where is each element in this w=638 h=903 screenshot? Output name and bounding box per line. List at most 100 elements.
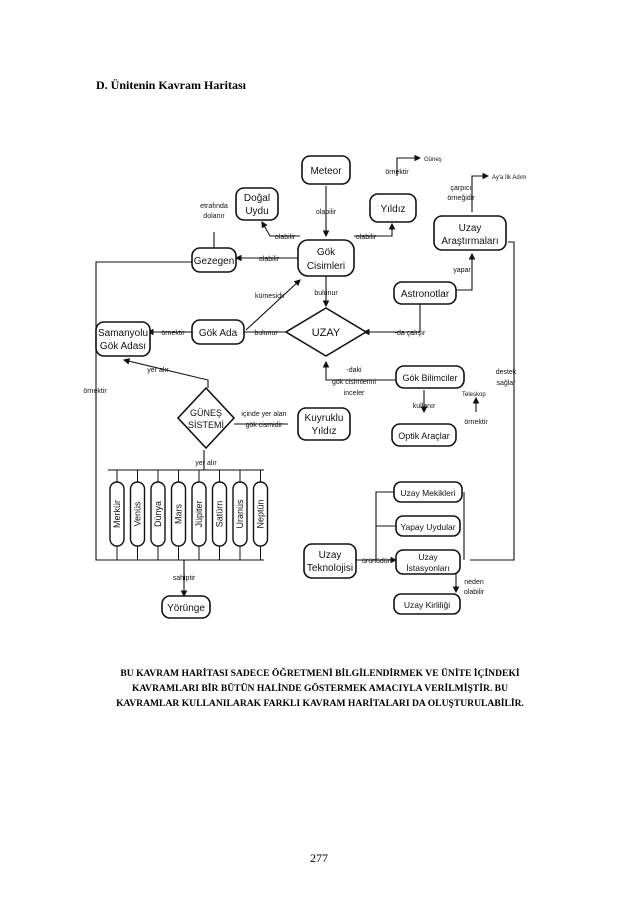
link-yer-alir-1: yer alır bbox=[147, 367, 169, 374]
planet-node bbox=[232, 481, 248, 547]
line-ayailk bbox=[471, 172, 490, 212]
node-yorunge bbox=[161, 595, 211, 619]
link-olabilir-gezegen: olabilir bbox=[259, 256, 280, 263]
uzay-mekikleri-label: Uzay Mekikleri bbox=[400, 488, 455, 498]
node-samanyolu bbox=[95, 321, 151, 357]
link-neden-2: olabilir bbox=[464, 589, 485, 596]
link-daki-2: gök cisimlerini bbox=[332, 379, 376, 386]
line-yapar bbox=[452, 252, 476, 291]
link-destek-2: sağlar bbox=[496, 380, 516, 387]
link-kumesidir: kümesidir bbox=[255, 293, 286, 300]
line-destek bbox=[470, 241, 515, 561]
node-gok-cisimleri bbox=[297, 239, 355, 277]
note-line-1: BU KAVRAM HARİTASI SADECE ÖĞRETMENİ BİLG… bbox=[120, 668, 520, 679]
line-mekik bbox=[375, 491, 396, 560]
node-optik-araclar bbox=[391, 423, 457, 447]
line-ornektir bbox=[95, 261, 120, 561]
gunes-sistemi-label-2: SİSTEMİ bbox=[188, 420, 224, 430]
note-line-3: KAVRAMLAR KULLANILARAK FARKLI KAVRAM HAR… bbox=[116, 698, 524, 709]
planet-node bbox=[191, 481, 207, 547]
node-yildiz bbox=[369, 193, 417, 223]
dogal-uydu-label-2: Uydu bbox=[245, 206, 268, 217]
link-kullanir: kullanır bbox=[413, 403, 436, 410]
link-urunudur: ürünüdür bbox=[362, 558, 391, 565]
link-ornektir-teleskop: örnektir bbox=[464, 419, 488, 426]
ayailk-label: Ay'a İlk Adım bbox=[492, 174, 526, 181]
link-neden-1: neden bbox=[464, 579, 484, 586]
planet-node bbox=[109, 481, 125, 547]
planet-label: Dünya bbox=[153, 501, 163, 527]
gunes-label: Güneş bbox=[424, 157, 442, 163]
node-kuyruklu-yildiz bbox=[297, 407, 351, 441]
link-sahiptir: sahiptir bbox=[173, 575, 196, 582]
gok-cisimleri-label-1: Gök bbox=[317, 247, 336, 258]
page-number: 277 bbox=[310, 851, 328, 865]
gok-ada-label: Gök Ada bbox=[199, 328, 238, 339]
planet-node bbox=[129, 481, 146, 547]
planet-label: Jüpiter bbox=[194, 500, 204, 527]
node-uzay-arastirmalari bbox=[433, 215, 507, 251]
teacher-note: BU KAVRAM HARİTASI SADECE ÖĞRETMENİ BİLG… bbox=[70, 666, 570, 711]
yildiz-label: Yıldız bbox=[380, 204, 405, 215]
link-ornektir-left: örnektir bbox=[83, 388, 107, 395]
node-dogal-uydu bbox=[235, 187, 279, 221]
line-gunes bbox=[396, 154, 422, 176]
node-meteor bbox=[301, 155, 351, 185]
gezegen-label: Gezegen bbox=[194, 256, 235, 267]
link-icinde-2: gök cismidir bbox=[246, 422, 284, 429]
dogal-uydu-label-1: Doğal bbox=[244, 193, 270, 204]
node-gezegen bbox=[191, 247, 237, 273]
planet-node bbox=[252, 481, 269, 547]
gok-bilimciler-label: Gök Bilimciler bbox=[402, 373, 457, 383]
link-olabilir-yildiz: olabilir bbox=[356, 234, 377, 241]
kuyruklu-yildiz-label-1: Kuyruklu bbox=[305, 413, 344, 424]
uzay-arastirmalari-label-2: Araştırmaları bbox=[441, 236, 498, 247]
gok-cisimleri-label-2: Cisimleri bbox=[307, 261, 345, 272]
link-bulunur-1: bulunur bbox=[314, 290, 338, 297]
uzay-kirliligi-label: Uzay Kirliliği bbox=[404, 600, 450, 610]
node-uzay-mekikleri bbox=[393, 481, 463, 503]
link-daki-3: inceler bbox=[344, 390, 365, 397]
line-daki bbox=[322, 360, 396, 381]
link-yer-alir-2: yer alır bbox=[195, 460, 217, 467]
uzay-teknolojisi-label-1: Uzay bbox=[319, 550, 342, 561]
node-uzay-kirliligi bbox=[393, 593, 461, 615]
node-gok-bilimciler bbox=[395, 365, 465, 389]
node-uzay-teknolojisi bbox=[303, 543, 357, 579]
link-destek-1: destek bbox=[496, 369, 517, 376]
planet-label: Merkür bbox=[112, 500, 122, 528]
planet-label: Venüs bbox=[133, 501, 143, 527]
planet-label: Satürn bbox=[215, 501, 225, 528]
link-icinde-1: içinde yer alan bbox=[241, 411, 286, 418]
link-carpici-1: çarpıcı bbox=[450, 185, 471, 192]
node-gunes-sistemi bbox=[176, 386, 236, 450]
node-uzay-istasyonlari bbox=[395, 549, 461, 575]
link-bulunur-2: bulunur bbox=[254, 330, 278, 337]
planet-label: Neptün bbox=[256, 499, 266, 528]
node-gok-ada bbox=[191, 319, 245, 345]
link-da-calisir: -da çalışır bbox=[395, 330, 426, 337]
line-uydu bbox=[261, 221, 300, 237]
uzay-istasyonlari-label-2: İstasyonları bbox=[406, 563, 449, 573]
meteor-label: Meteor bbox=[310, 166, 342, 177]
yapay-uydular-label: Yapay Uydular bbox=[400, 522, 455, 532]
link-olabilir-uydu: olabilir bbox=[275, 234, 296, 241]
node-yapay-uydular bbox=[395, 515, 461, 537]
link-etrafinda-1: etrafında bbox=[200, 203, 228, 210]
planet-label: Uranüs bbox=[235, 499, 245, 529]
link-daki-1: -daki bbox=[346, 367, 362, 374]
yorunge-label: Yörünge bbox=[167, 603, 205, 614]
gunes-sistemi-label-1: GÜNEŞ bbox=[190, 408, 222, 418]
uzay-arastirmalari-label-1: Uzay bbox=[459, 223, 482, 234]
samanyolu-label-1: Samanyolu bbox=[98, 328, 148, 339]
link-ornektir-gunes: örnektir bbox=[385, 169, 409, 176]
line-kumesidir bbox=[245, 279, 301, 331]
line-yildiz bbox=[354, 222, 396, 237]
samanyolu-label-2: Gök Adası bbox=[100, 341, 146, 352]
link-carpici-2: örneğidir bbox=[447, 195, 475, 202]
line-yer-alir bbox=[122, 358, 209, 388]
note-line-2: KAVRAMLARI BİR BÜTÜN HALİNDE GÖSTERMEK A… bbox=[132, 683, 508, 694]
uzay-teknolojisi-label-2: Teknolojisi bbox=[307, 563, 353, 574]
link-olabilir-meteor: olabilir bbox=[316, 209, 337, 216]
